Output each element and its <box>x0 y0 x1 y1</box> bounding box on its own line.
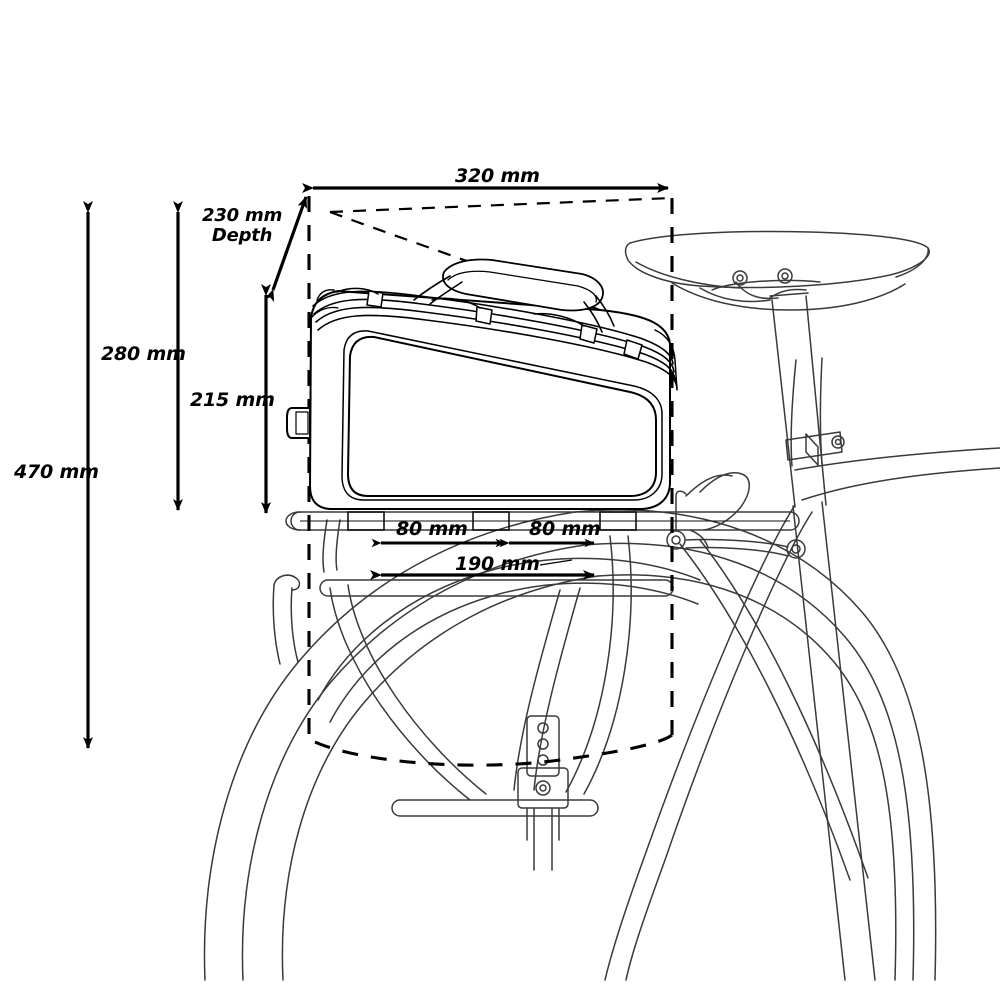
seatpost-clamp <box>785 431 845 466</box>
rear-wheel <box>203 509 937 981</box>
rack-top-rail <box>290 511 800 531</box>
zipper-band <box>312 290 678 389</box>
side-clip <box>286 407 311 439</box>
dimension-arrows <box>83 183 669 749</box>
frame-junction <box>790 357 1000 501</box>
rack-rail-slots <box>300 511 790 531</box>
dim-label-depth-word: Depth <box>211 225 273 247</box>
dim-label-190: 190 mm <box>455 553 540 575</box>
expanded-volume-outline <box>307 196 674 767</box>
dim-label-470: 470 mm <box>14 461 99 483</box>
dim-label-215: 215 mm <box>190 389 275 411</box>
rack-left-hook <box>322 519 341 573</box>
leader-line-190 <box>539 559 573 566</box>
dim-label-230-value: 230 mm <box>202 205 283 226</box>
handle-straps <box>413 275 615 333</box>
seat-stay <box>604 504 813 981</box>
compression-straps <box>336 287 585 327</box>
bicycle-saddle <box>624 230 930 311</box>
seat-tube <box>792 501 876 981</box>
rack-eyelets <box>666 472 806 559</box>
seatpost <box>769 292 827 508</box>
dim-label-280: 280 mm <box>101 343 186 365</box>
rack-struts <box>329 535 632 801</box>
webbing-buckles <box>366 290 643 360</box>
arrow-230-depth <box>264 196 308 303</box>
dim-label-80-left: 80 mm <box>396 518 468 540</box>
rack-rail-left-cap <box>285 511 301 531</box>
dim-label-80-right: 80 mm <box>529 518 601 540</box>
dim-label-320: 320 mm <box>455 165 540 187</box>
rack-trunk-bag <box>286 258 678 510</box>
dim-label-230-depth: 230 mm Depth <box>202 205 283 247</box>
rack-mount-bracket <box>391 715 599 871</box>
bicycle-outline <box>203 230 1000 981</box>
rack-diagonal-brace <box>679 539 869 881</box>
